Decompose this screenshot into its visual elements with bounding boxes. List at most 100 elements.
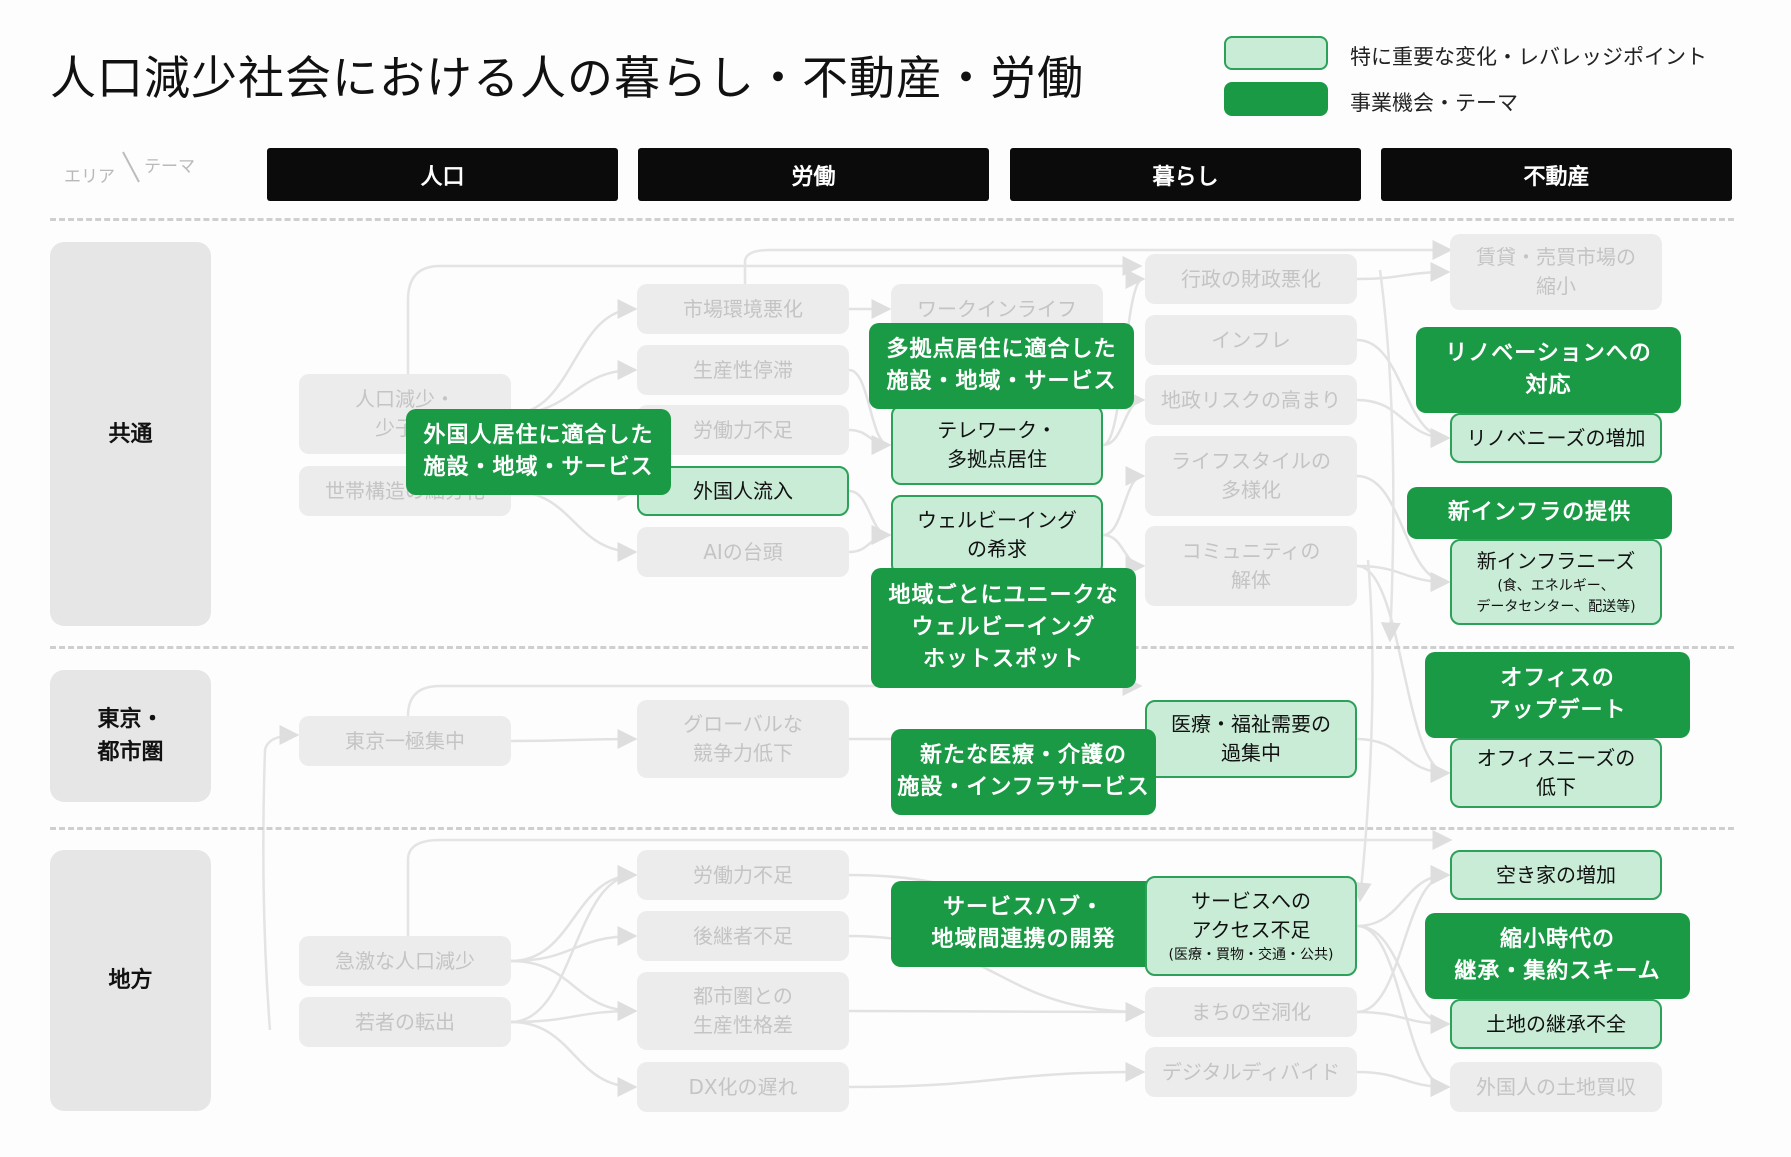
row-header-tokyo-label: 東京・ 都市圏 [97, 707, 164, 765]
node-label: 急激な人口減少 [335, 948, 475, 973]
row-header-local: 地方 [50, 850, 211, 1111]
connector-gaikokujin-to-wellbeing [848, 489, 892, 545]
connector-wakamono-to-kakusa [510, 1001, 638, 1024]
node-label: リノベーションへの 対応 [1445, 341, 1652, 398]
connector-jinko_gensho-to-shijo [510, 299, 638, 416]
node-telework: テレワーク・ 多拠点居住 [891, 405, 1103, 485]
node-label: 地域ごとにユニークな ウェルビーイング ホットスポット [888, 583, 1119, 672]
row-header-common: 共通 [50, 242, 211, 626]
node-kakusa: 都市圏との 生産性格差 [637, 972, 849, 1050]
node-gaikokujin-tochi: 外国人の土地買収 [1450, 1062, 1662, 1112]
column-header-realestate: 不動産 [1381, 148, 1732, 201]
column-header-living: 暮らし [1010, 148, 1361, 201]
node-label: 地政リスクの高まり [1161, 387, 1341, 412]
divider-top [50, 218, 1734, 221]
connector-loop-2 [406, 676, 1143, 717]
connector-kudoka-to-tochi [1356, 1010, 1451, 1034]
column-header-labor: 労働 [638, 148, 989, 201]
node-chintai: 賃貸・売買市場の 縮小 [1450, 234, 1662, 310]
legend-swatch-opportunity [1224, 82, 1328, 116]
node-label: オフィスの アップデート [1488, 666, 1627, 723]
node-label: 都市圏との 生産性格差 [693, 984, 793, 1037]
node-label: デジタルディバイド [1161, 1059, 1341, 1084]
divider-tokyo-local [50, 827, 1734, 830]
node-kudoka: まちの空洞化 [1145, 987, 1357, 1037]
corner-theme-label: テーマ [144, 157, 195, 177]
connector-jinko_gensho-to-seisansei [510, 360, 638, 416]
node-label: 新インフラニーズ [1476, 548, 1636, 573]
node-label: 土地の継承不全 [1486, 1011, 1626, 1036]
node-global: グローバルな 競争力低下 [637, 700, 849, 778]
node-label: コミュニティの 解体 [1181, 539, 1321, 592]
legend-label-leverage: 特に重要な変化・レバレッジポイント [1350, 45, 1707, 69]
node-label: グローバルな 競争力低下 [683, 712, 803, 765]
node-label: 生産性停滞 [693, 357, 793, 382]
page-title: 人口減少社会における人の暮らし・不動産・労働 [50, 51, 1084, 105]
node-tochi: 土地の継承不全 [1450, 999, 1662, 1049]
node-label: サービスへの アクセス不足 [1191, 888, 1311, 942]
node-office-opp: オフィスの アップデート [1425, 652, 1690, 738]
connector-chisei-to-renoneeds [1356, 398, 1451, 448]
node-label: 後継者不足 [693, 923, 793, 948]
connector-kyugeki-to-chiho_rodo [510, 865, 638, 963]
node-officeneeds: オフィスニーズの 低下 [1450, 738, 1662, 808]
corner-area-label: エリア [64, 167, 115, 187]
column-header-population: 人口 [267, 148, 618, 201]
node-wellbeing: ウェルビーイング の希求 [891, 495, 1103, 575]
connector-community-to-infraneeds [1356, 564, 1451, 592]
connector-ai-to-wellbeing [848, 525, 892, 554]
node-label: ライフスタイルの 多様化 [1171, 449, 1331, 502]
node-reno-opp: リノベーションへの 対応 [1416, 327, 1681, 413]
node-koukeisha: 後継者不足 [637, 911, 849, 961]
connector-wakamono-to-chiho_rodo [510, 865, 638, 1024]
connector-gyosei-to-chintai [1356, 262, 1451, 283]
node-label: 外国人流入 [693, 478, 793, 503]
node-takyoten-opp: 多拠点居住に適合した 施設・地域・サービス [869, 323, 1134, 409]
node-digital: デジタルディバイド [1145, 1047, 1357, 1097]
node-chiho-rodo: 労働力不足 [637, 850, 849, 900]
node-access: サービスへの アクセス不足 (医療・買物・交通・公共) [1145, 876, 1357, 976]
legend-swatch-leverage [1224, 36, 1328, 70]
connector-wakamono-to-dx [510, 1020, 638, 1097]
node-label: 縮小時代の 継承・集約スキーム [1454, 927, 1661, 984]
connector-tokyo-to-global [510, 729, 638, 750]
node-seisansei: 生産性停滞 [637, 345, 849, 395]
node-gaikokujin-opp: 外国人居住に適合した 施設・地域・サービス [406, 409, 671, 495]
node-iryo: 医療・福祉需要の 過集中 [1145, 700, 1357, 778]
node-label: インフレ [1211, 327, 1291, 352]
node-kyugeki: 急激な人口減少 [299, 936, 511, 986]
connector-wellbeing-to-community [1102, 533, 1146, 576]
connector-dx-to-digital [848, 1062, 1146, 1089]
connector-setai-to-ai [510, 489, 638, 562]
connector-kudoka-to-akiya [1356, 865, 1451, 1014]
node-lifestyle: ライフスタイルの 多様化 [1145, 436, 1357, 516]
node-label: サービスハブ・ 地域間連携の開発 [931, 895, 1116, 952]
node-shijo: 市場環境悪化 [637, 284, 849, 334]
node-chisei: 地政リスクの高まり [1145, 375, 1357, 425]
node-label: AIの台頭 [703, 539, 783, 564]
node-label: オフィスニーズの 低下 [1476, 746, 1636, 799]
node-label: リノベニーズの増加 [1466, 425, 1646, 450]
node-label: 外国人居住に適合した 施設・地域・サービス [423, 423, 654, 480]
node-sublabel: (医療・買物・交通・公共) [1168, 946, 1334, 963]
legend-label-opportunity: 事業機会・テーマ [1350, 91, 1518, 115]
node-label: 労働力不足 [693, 417, 793, 442]
node-sublabel: (食、エネルギー、 データセンター、配送等) [1476, 577, 1636, 615]
node-label: DX化の遅れ [688, 1074, 798, 1099]
node-shukusho-opp: 縮小時代の 継承・集約スキーム [1425, 913, 1690, 999]
row-header-tokyo: 東京・ 都市圏 [50, 670, 211, 802]
connector-telework-to-chisei [1102, 390, 1146, 447]
connector-loop-0 [406, 256, 1143, 374]
node-hub-opp: サービスハブ・ 地域間連携の開発 [891, 881, 1156, 967]
node-label: まちの空洞化 [1191, 999, 1311, 1024]
connector-wellbeing-to-lifestyle [1102, 466, 1146, 537]
connector-kakusa-to-kudoka [848, 1001, 1146, 1022]
node-renoneeds: リノベニーズの増加 [1450, 413, 1662, 463]
node-label: 多拠点居住に適合した 施設・地域・サービス [886, 337, 1117, 394]
node-label: 若者の転出 [355, 1009, 455, 1034]
node-label: 行政の財政悪化 [1181, 266, 1321, 291]
node-label: 新インフラの提供 [1447, 500, 1632, 526]
connector-access-to-gaikokujin_tochi [1356, 924, 1451, 1097]
node-akiya: 空き家の増加 [1450, 850, 1662, 900]
